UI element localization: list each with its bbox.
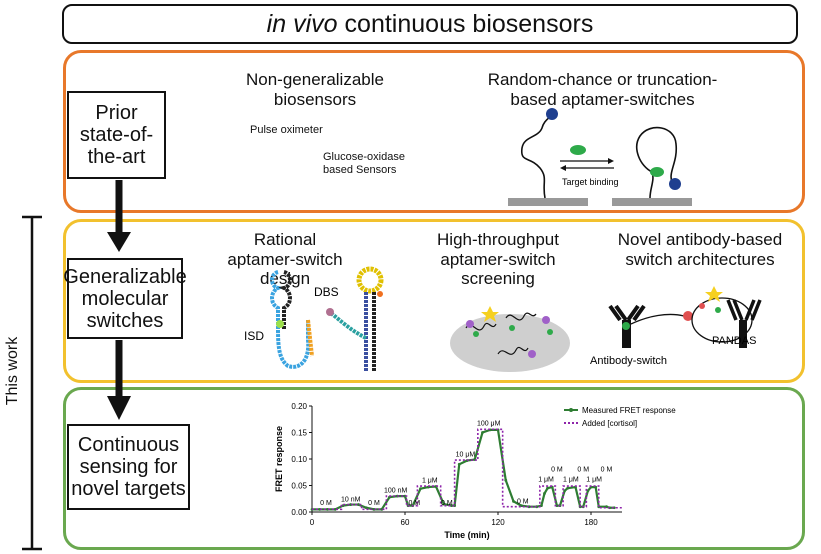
chart-annotation: 0 M — [441, 500, 453, 507]
chart-y-tick-label: 0.10 — [291, 455, 307, 464]
this-work-bracket — [22, 215, 42, 551]
glucose-oxidase-text: Glucose-oxidase based Sensors — [323, 151, 405, 177]
antibody-switch-label: Antibody-switch — [590, 355, 667, 367]
chart-x-axis-label: Time (min) — [444, 530, 489, 540]
chart-y-tick-label: 0.05 — [291, 482, 307, 491]
measured-fret-point — [450, 504, 453, 508]
prior-label: Prior state-of-the-art — [67, 91, 166, 179]
chart-annotation: 100 μM — [477, 421, 501, 428]
measured-fret-point — [566, 486, 570, 490]
switches-panel — [63, 219, 805, 383]
chart-y-tick-label: 0.20 — [291, 402, 307, 411]
continuous-panel — [63, 387, 805, 550]
measured-fret-point — [546, 486, 549, 490]
chart-annotation: 100 nM — [384, 487, 408, 494]
fluorophore-right — [669, 178, 681, 190]
rational-design-illustration: ISD DBS — [244, 266, 384, 372]
fret-chart: 0.00 0.05 0.10 0.15 0.20 0 60 120 180 0 M 10 nM 0 … — [274, 402, 676, 540]
continuous-label: Continuous sensing for novel targets — [67, 424, 190, 510]
chart-y-tick-label: 0.00 — [291, 508, 307, 517]
down-arrows — [107, 180, 131, 420]
bead — [450, 314, 570, 372]
high-throughput-heading: High-throughput aptamer-switch screening — [437, 230, 559, 289]
chart-annotation: 1 μM — [422, 477, 438, 484]
dbs-label: DBS — [314, 285, 339, 299]
antibody-architectures-heading: Novel antibody-based switch architecture… — [617, 230, 783, 269]
chart-x-tick-label: 60 — [401, 518, 410, 527]
antibody-illustration: Antibody-switch PANDAS — [590, 286, 762, 367]
chart-x-tick-label: 0 — [310, 518, 315, 527]
target-binding-label: Target binding — [562, 177, 619, 187]
chart-annotation: 0 M — [517, 499, 529, 506]
chart-annotation: 1 μM — [586, 476, 602, 483]
pulse-oximeter-text: Pulse oximeter — [250, 124, 323, 136]
chart-x-tick-label: 120 — [491, 518, 505, 527]
chart-x-tick-label: 180 — [584, 518, 598, 527]
measured-fret-point — [481, 431, 484, 434]
measured-fret-point — [457, 462, 461, 466]
chart-annotation: 0 M — [408, 500, 420, 507]
generalizable-label: Generalizable molecular switches — [63, 258, 187, 339]
measured-fret-point — [605, 505, 608, 509]
pandas-label: PANDAS — [712, 335, 756, 347]
chart-annotation: 10 nM — [341, 496, 361, 503]
measured-fret-point — [512, 500, 515, 503]
fluorophore-left — [546, 108, 558, 120]
chart-annotation: 0 M — [577, 467, 589, 474]
this-work-label: This work — [4, 336, 21, 406]
chart-y-axis-label: FRET response — [274, 426, 284, 492]
measured-fret-point — [380, 507, 384, 511]
aptamer-switch-illustration: Target binding — [508, 108, 692, 206]
title-italic: in vivo — [266, 9, 338, 38]
aptamer-switch-heading: Random-chance or truncation-based aptame… — [487, 70, 718, 109]
measured-fret-point — [419, 487, 422, 491]
chart-annotation: 0 M — [601, 467, 613, 474]
target-molecule — [570, 145, 586, 155]
measured-fret-point — [540, 504, 543, 508]
chart-annotation: 1 μM — [563, 476, 579, 483]
measured-fret-point — [364, 506, 368, 510]
title-rest: continuous biosensors — [344, 9, 594, 38]
measured-fret-point — [586, 489, 590, 493]
chart-annotation: 0 M — [320, 500, 332, 507]
non-generalizable-heading: Non-generalizable biosensors — [246, 70, 384, 109]
isd-structure — [270, 270, 314, 369]
measured-fret-point — [333, 507, 337, 511]
measured-fret-point — [442, 502, 446, 506]
chart-annotation: 0 M — [551, 467, 563, 474]
chart-y-tick-label: 0.15 — [291, 429, 307, 438]
surface-left — [508, 198, 588, 206]
main-title: in vivo continuous biosensors — [62, 4, 798, 44]
dbs-structure — [326, 266, 384, 372]
chart-annotation: 10 μM — [456, 451, 476, 458]
measured-fret-point — [357, 503, 360, 506]
isd-label: ISD — [244, 329, 264, 343]
screening-illustration — [450, 306, 570, 372]
surface-right — [612, 198, 692, 206]
antibody-switch-graphic — [608, 304, 693, 348]
chart-annotation: 0 M — [368, 500, 380, 507]
legend-marker — [569, 408, 573, 412]
pandas-graphic — [691, 286, 762, 348]
legend-label: Measured FRET response — [582, 406, 676, 415]
legend-label: Added [cortisol] — [582, 419, 637, 428]
measured-fret-point — [563, 489, 567, 493]
measured-fret-point — [543, 492, 546, 495]
measured-fret-point — [504, 478, 508, 482]
prior-panel — [63, 50, 805, 213]
chart-annotation: 1 μM — [538, 476, 554, 483]
